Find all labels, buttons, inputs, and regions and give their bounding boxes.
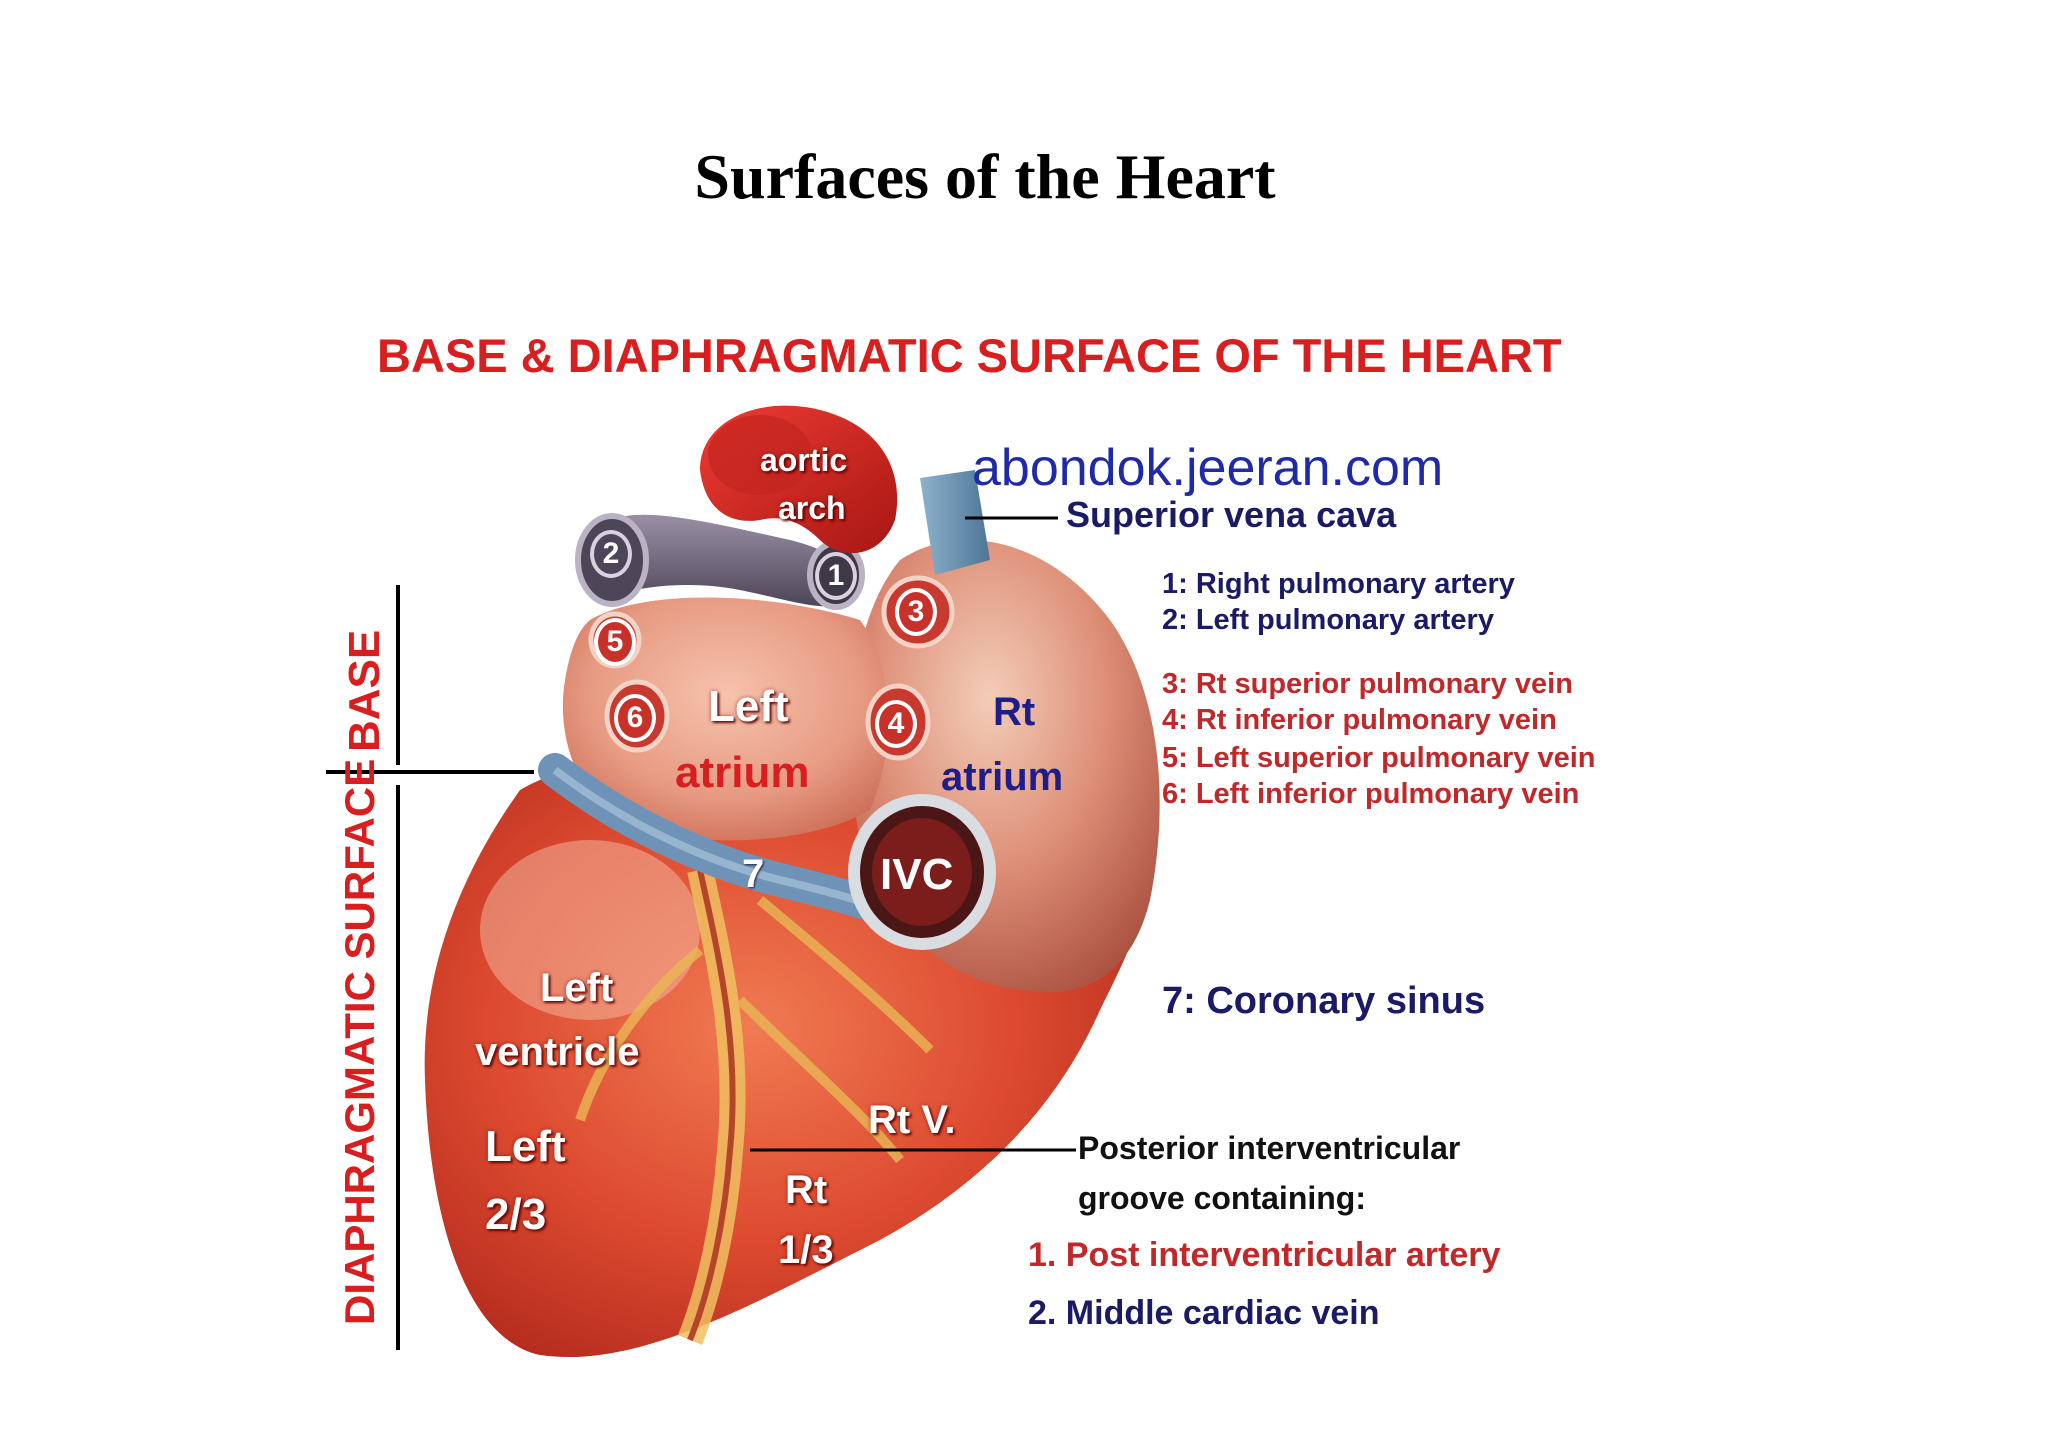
groove-item-2: 2. Middle cardiac vein: [1028, 1294, 1379, 1333]
badge-2: 2: [590, 530, 632, 578]
groove-callout-line2: groove containing:: [1078, 1180, 1366, 1217]
left-ventricle-label-line1: Left: [540, 966, 613, 1011]
badge-5: 5: [594, 618, 636, 666]
badge-6: 6: [614, 694, 656, 742]
ivc-label: IVC: [880, 850, 953, 900]
legend-vein-4: 4: Rt inferior pulmonary vein: [1162, 704, 1557, 737]
rt-one-third-label-line1: Rt: [785, 1168, 827, 1213]
rt-atrium-label-line2: atrium: [941, 755, 1063, 800]
rt-one-third-label-line2: 1/3: [778, 1228, 834, 1273]
left-atrium-label-line2: atrium: [675, 748, 809, 798]
left-ventricle-label-line2: ventricle: [475, 1030, 640, 1075]
legend-vein-6: 6: Left inferior pulmonary vein: [1162, 778, 1579, 811]
rt-atrium-label-line1: Rt: [993, 690, 1035, 735]
badge-3: 3: [895, 588, 937, 636]
rt-v-label: Rt V.: [868, 1098, 955, 1143]
groove-item-1: 1. Post interventricular artery: [1028, 1236, 1500, 1275]
groove-callout-line1: Posterior interventricular: [1078, 1130, 1460, 1167]
legend-artery-1: 1: Right pulmonary artery: [1162, 568, 1515, 601]
badge-4: 4: [875, 700, 917, 748]
legend-artery-2: 2: Left pulmonary artery: [1162, 604, 1494, 637]
left-two-thirds-label-line2: 2/3: [485, 1190, 546, 1240]
legend-vein-5: 5: Left superior pulmonary vein: [1162, 742, 1595, 775]
aortic-arch-label-line1: aortic: [760, 442, 847, 479]
legend-vein-3: 3: Rt superior pulmonary vein: [1162, 668, 1573, 701]
watermark: abondok.jeeran.com: [972, 438, 1443, 498]
diaphragmatic-side-label: DIAPHRAGMATIC SURFACE: [336, 759, 384, 1325]
left-atrium-label-line1: Left: [708, 682, 789, 732]
left-two-thirds-label-line1: Left: [485, 1122, 566, 1172]
svc-callout: Superior vena cava: [1066, 494, 1396, 536]
aortic-arch-label-line2: arch: [778, 490, 846, 527]
coronary-sinus-callout: 7: Coronary sinus: [1162, 980, 1485, 1023]
badge-1: 1: [815, 552, 857, 600]
badge-7: 7: [742, 852, 764, 897]
base-side-label: BASE: [340, 630, 390, 752]
